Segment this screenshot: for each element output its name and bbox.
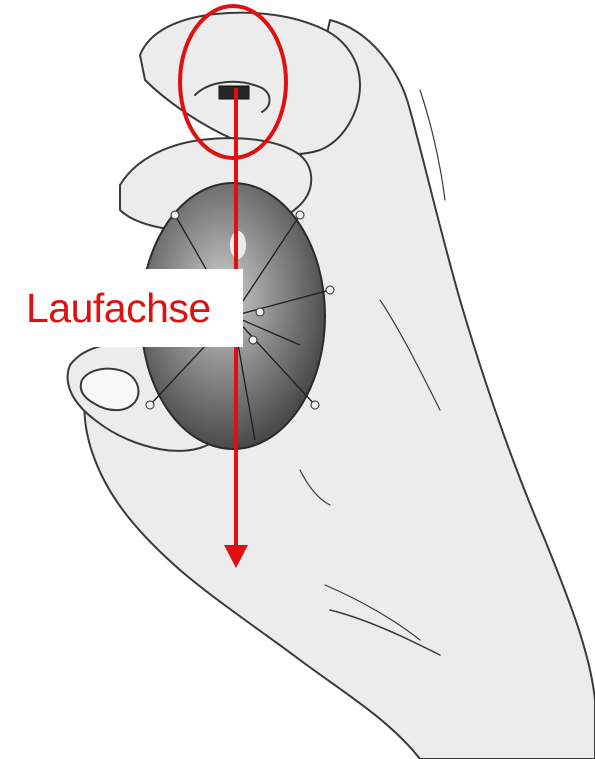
hand-illustration (68, 13, 595, 759)
axis-label: Laufachse (21, 269, 243, 347)
axis-label-text: Laufachse (26, 288, 211, 329)
